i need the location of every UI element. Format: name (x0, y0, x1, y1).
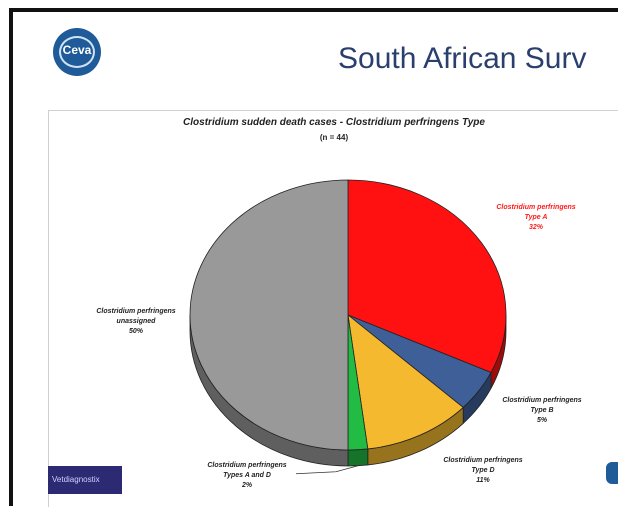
label-type-b: Clostridium perfringens Type B 5% (482, 396, 602, 426)
pie-side-wall-3 (347, 448, 369, 467)
label-type-d-line1: Clostridium perfringens (443, 457, 523, 464)
label-type-d-pct: 11% (476, 477, 490, 484)
ceva-logo: Ceva (53, 28, 101, 76)
pie-slice-0 (347, 179, 507, 373)
chart-title: Clostridium sudden death cases - Clostri… (183, 117, 485, 128)
label-type-d: Clostridium perfringens Type D 11% (423, 456, 543, 486)
slide-border-top (9, 8, 618, 12)
vetdiagnostix-logo-text: Vetdiagnostix (52, 475, 100, 484)
label-type-a: Clostridium perfringens Type A 32% (476, 203, 596, 233)
vetdiagnostix-logo: Vetdiagnostix (48, 466, 122, 494)
label-types-a-d-line2: Types A and D (223, 472, 271, 479)
label-unassigned-line2: unassigned (116, 318, 156, 325)
logo-ring (59, 36, 95, 68)
label-type-a-line1: Clostridium perfringens (496, 204, 576, 211)
chart-subtitle: (n = 44) (319, 133, 349, 142)
label-type-b-line2: Type B (530, 407, 554, 414)
pie-slice-2 (347, 314, 464, 450)
slide-border-left (9, 8, 13, 506)
label-unassigned-pct: 50% (128, 328, 143, 335)
label-type-b-pct: 5% (536, 417, 548, 424)
label-unassigned-line1: Clostridium perfringens (96, 308, 176, 315)
logo-text: Ceva (62, 43, 92, 57)
label-type-a-line2: Type A (524, 214, 548, 221)
label-type-d-line2: Type D (471, 467, 495, 474)
label-type-b-line1: Clostridium perfringens (502, 397, 582, 404)
slide-title: South African Surv (338, 42, 587, 75)
leader-line-types-a-d (295, 465, 359, 475)
label-types-a-d: Clostridium perfringens Types A and D 2% (187, 461, 307, 491)
corner-logo-fragment (606, 462, 618, 484)
label-types-a-d-line1: Clostridium perfringens (207, 462, 287, 469)
label-unassigned: Clostridium perfringens unassigned 50% (76, 307, 196, 337)
label-types-a-d-pct: 2% (241, 482, 253, 489)
pie-slice-4 (189, 179, 349, 451)
label-type-a-pct: 32% (528, 224, 543, 231)
